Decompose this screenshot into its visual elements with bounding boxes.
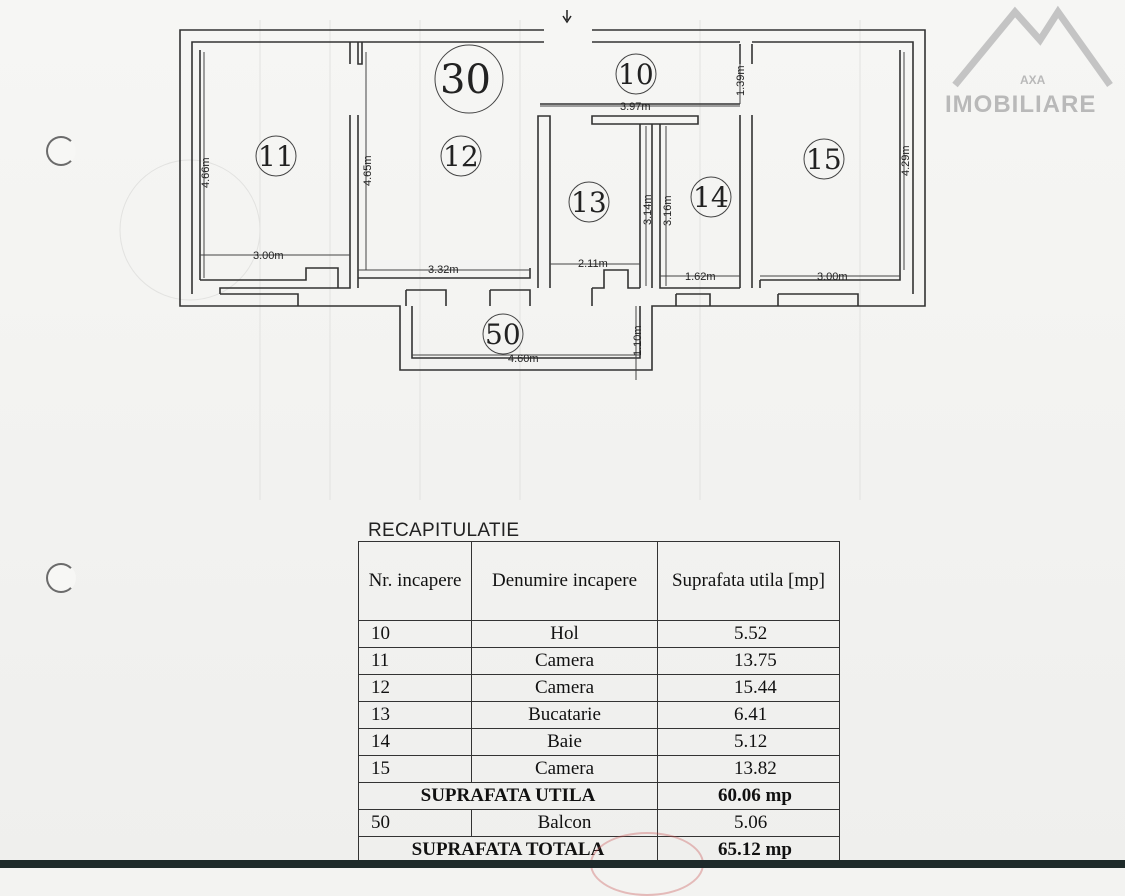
dim-label: 3.32m — [428, 264, 459, 276]
room-labels: 30 11 12 10 13 14 15 50 — [255, 44, 845, 355]
header-area: Suprafata utila [mp] — [657, 541, 840, 621]
table-header-row: Nr. incapere Denumire incapere Suprafata… — [358, 541, 840, 621]
dim-label: 3.97m — [620, 101, 651, 113]
util-area-label: SUPRAFATA UTILA — [358, 782, 658, 810]
punch-hole-top — [46, 136, 76, 166]
util-area-row: SUPRAFATA UTILA 60.06 mp — [358, 782, 840, 810]
cell-room-name: Camera — [471, 755, 658, 783]
cell-room-name: Hol — [471, 620, 658, 648]
room-13-label: 13 — [571, 186, 607, 219]
dim-label: 4.65m — [362, 155, 374, 186]
table-row: 15 Camera 13.82 — [358, 755, 840, 783]
cell-area: 13.82 — [657, 755, 840, 783]
logo-name: IMOBILIARE — [945, 91, 1096, 118]
cell-area: 5.12 — [657, 728, 840, 756]
cell-room-name: Bucatarie — [471, 701, 658, 729]
cell-room-number: 14 — [358, 728, 472, 756]
table-row: 13 Bucatarie 6.41 — [358, 701, 840, 729]
bottom-edge — [0, 860, 1125, 868]
dim-label: 3.00m — [253, 250, 284, 262]
dim-label: 4.66m — [200, 157, 212, 188]
cell-room-number: 10 — [358, 620, 472, 648]
cell-room-number: 50 — [358, 809, 472, 837]
recap-table: Nr. incapere Denumire incapere Suprafata… — [358, 541, 840, 864]
punch-hole-bottom — [46, 563, 76, 593]
cell-room-number: 11 — [358, 647, 472, 675]
dimension-labels: 3.00m 4.66m 4.65m 3.32m 3.97m 1.39m 2.11… — [200, 65, 912, 365]
dimension-lines — [200, 46, 905, 380]
room-14-label: 14 — [693, 181, 729, 214]
room-10-label: 10 — [618, 58, 654, 91]
dim-label: 4.29m — [900, 145, 912, 176]
logo-top-text: AXA — [1020, 73, 1046, 87]
dim-label: 1.62m — [685, 271, 716, 283]
room-12-label: 12 — [443, 140, 479, 173]
cell-area: 15.44 — [657, 674, 840, 702]
dim-label: 1.10m — [632, 325, 644, 356]
cell-area: 5.06 — [657, 809, 840, 837]
header-room-name: Denumire incapere — [471, 541, 658, 621]
table-row: 50 Balcon 5.06 — [358, 809, 840, 837]
table-row: 14 Baie 5.12 — [358, 728, 840, 756]
apartment-number: 30 — [440, 57, 491, 103]
floor-plan: AXA IMOBILIARE — [119, 5, 1113, 500]
table-row: 10 Hol 5.52 — [358, 620, 840, 648]
util-area-value: 60.06 mp — [657, 782, 840, 810]
cell-area: 6.41 — [657, 701, 840, 729]
table-row: 12 Camera 15.44 — [358, 674, 840, 702]
cell-area: 5.52 — [657, 620, 840, 648]
dim-label: 4.60m — [508, 353, 539, 365]
cell-room-number: 15 — [358, 755, 472, 783]
room-11-label: 11 — [258, 140, 294, 173]
dim-label: 3.14m — [642, 194, 654, 225]
cell-room-name: Camera — [471, 674, 658, 702]
cell-room-name: Camera — [471, 647, 658, 675]
cell-room-number: 12 — [358, 674, 472, 702]
cell-room-name: Baie — [471, 728, 658, 756]
table-row: 11 Camera 13.75 — [358, 647, 840, 675]
dim-label: 3.16m — [662, 195, 674, 226]
dim-label: 3.00m — [817, 271, 848, 283]
cell-area: 13.75 — [657, 647, 840, 675]
walls — [179, 10, 926, 371]
cell-room-number: 13 — [358, 701, 472, 729]
recap-title: RECAPITULATIE — [368, 520, 520, 541]
logo: AXA IMOBILIARE — [945, 5, 1113, 118]
header-room-number: Nr. incapere — [358, 541, 472, 621]
dim-label: 1.39m — [735, 65, 747, 96]
room-50-label: 50 — [485, 318, 521, 351]
dim-label: 2.11m — [578, 258, 608, 270]
room-15-label: 15 — [806, 143, 842, 176]
